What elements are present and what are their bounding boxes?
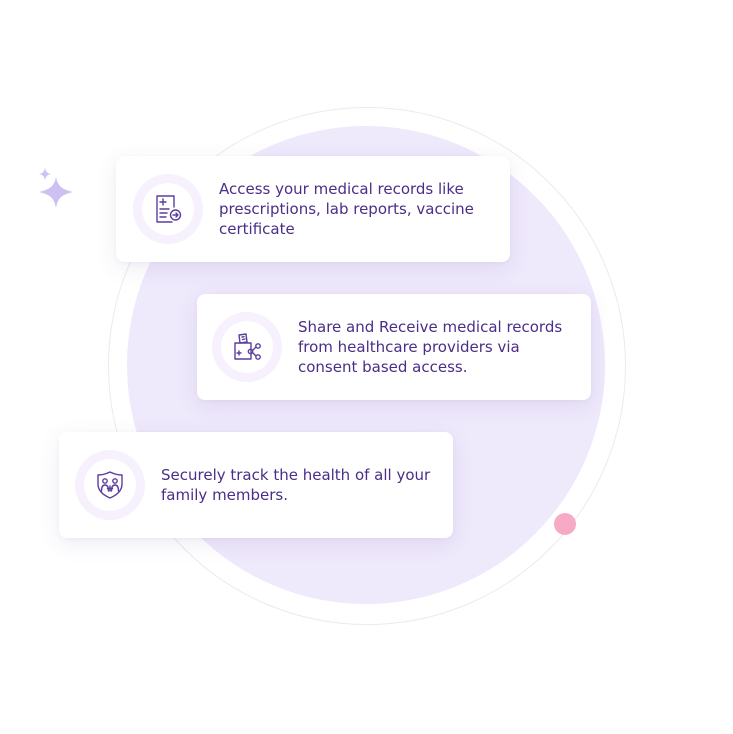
share-records-icon xyxy=(234,333,261,360)
feature-text: Share and Receive medical records from h… xyxy=(298,318,563,376)
accent-dot xyxy=(554,513,576,535)
medical-record-icon xyxy=(156,195,182,223)
outer-ring xyxy=(108,107,626,625)
icon-badge xyxy=(212,312,282,382)
icon-badge xyxy=(75,450,145,520)
feature-card-medical-records: Access your medical records like prescri… xyxy=(116,156,510,262)
feature-card-share-records: Share and Receive medical records from h… xyxy=(197,294,591,400)
sparkle-icon xyxy=(39,168,73,208)
icon-badge xyxy=(133,174,203,244)
feature-card-family-health: Securely track the health of all your fa… xyxy=(59,432,453,538)
family-shield-icon xyxy=(97,471,123,499)
feature-text: Access your medical records like prescri… xyxy=(219,180,474,238)
feature-text: Securely track the health of all your fa… xyxy=(161,466,431,504)
